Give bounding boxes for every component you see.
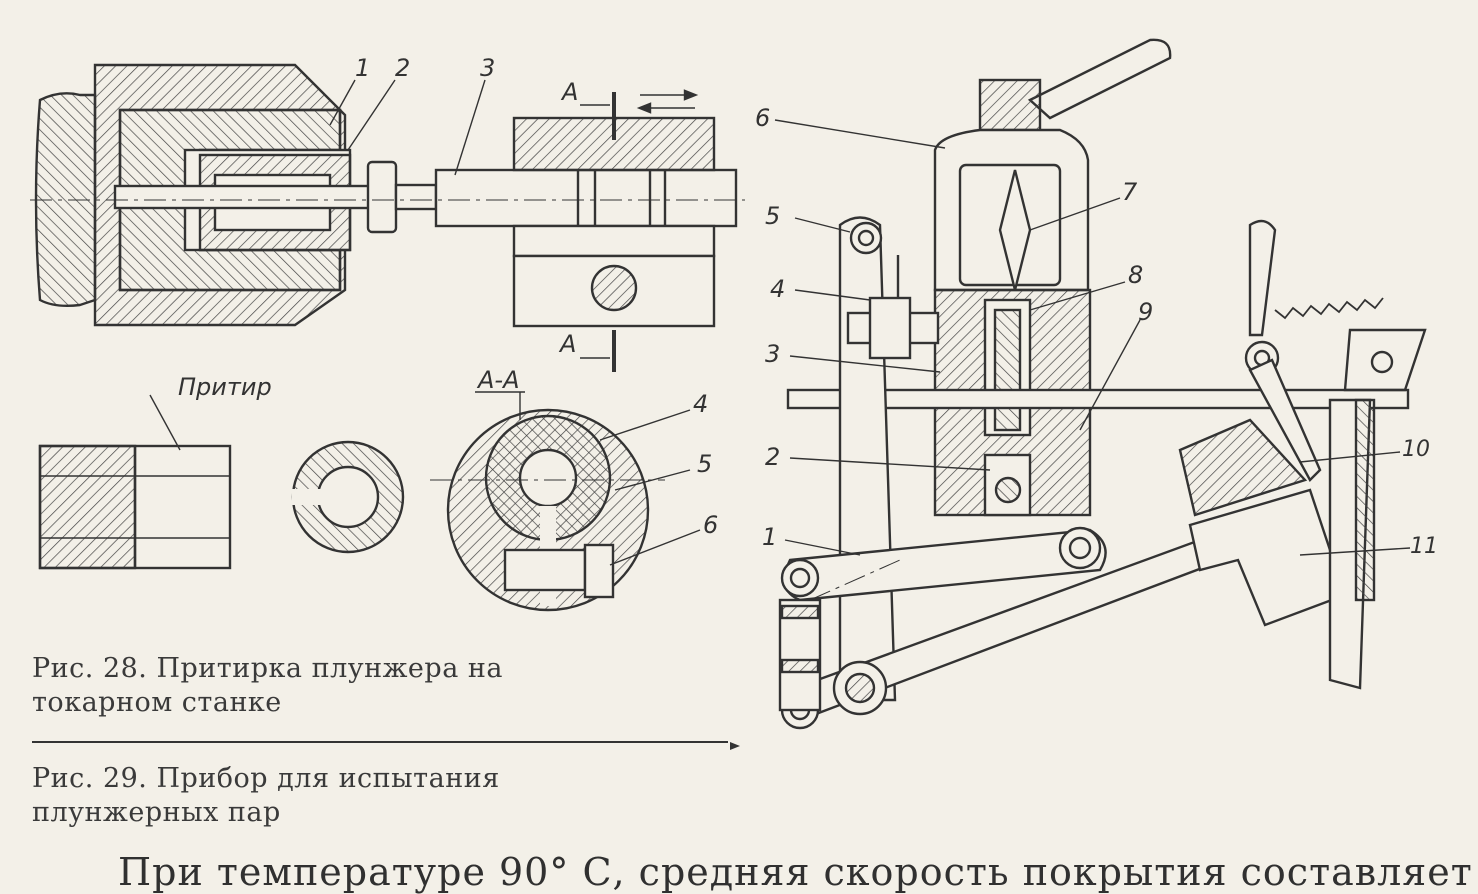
fig29-label-7: 7 <box>1122 178 1138 206</box>
fig28-section-mark-bottom: А <box>558 330 576 358</box>
divider-arrow-icon <box>730 742 740 750</box>
fig29-test-device <box>774 38 1427 730</box>
fig28-label-4: 4 <box>693 390 708 418</box>
fig28-label-1: 1 <box>355 54 370 82</box>
fig29-caption-line1: Рис. 29. Прибор для испытания <box>32 763 500 794</box>
fig28-label-3: 3 <box>480 54 495 82</box>
fig29-label-1: 1 <box>762 523 777 551</box>
fig29-caption-line2: плунжерных пар <box>32 797 281 828</box>
fig28-caption: Рис. 28. Притирка плунжера на токарном с… <box>32 652 592 720</box>
fig29-label-9: 9 <box>1138 298 1153 326</box>
fig28-lap-and-section <box>38 391 701 612</box>
fig29-label-5: 5 <box>765 202 780 230</box>
fig29-label-6: 6 <box>755 104 770 132</box>
fig29-label-2: 2 <box>765 443 780 471</box>
fig29-label-3: 3 <box>765 340 780 368</box>
fig29-label-4: 4 <box>770 275 785 303</box>
fig29-caption: Рис. 29. Прибор для испытания плунжерных… <box>32 762 592 830</box>
fig29-label-8: 8 <box>1128 261 1143 289</box>
fig28-lap-label: Притир <box>178 373 272 401</box>
fig28-section-mark-top: А <box>560 78 578 106</box>
fig28-caption-line1: Рис. 28. Притирка плунжера на <box>32 653 503 684</box>
fig28-label-6: 6 <box>703 511 718 539</box>
fig29-label-10: 10 <box>1402 437 1430 462</box>
fig29-label-11: 11 <box>1410 534 1438 559</box>
fig28-lathe-chuck <box>30 63 745 372</box>
fig28-label-2: 2 <box>395 54 410 82</box>
body-paragraph: При температуре 90° С, средняя скорость … <box>118 850 1473 894</box>
fig28-label-5: 5 <box>697 450 712 478</box>
fig28-caption-line2: токарном станке <box>32 687 282 718</box>
fig28-section-title: А-А <box>476 366 520 394</box>
